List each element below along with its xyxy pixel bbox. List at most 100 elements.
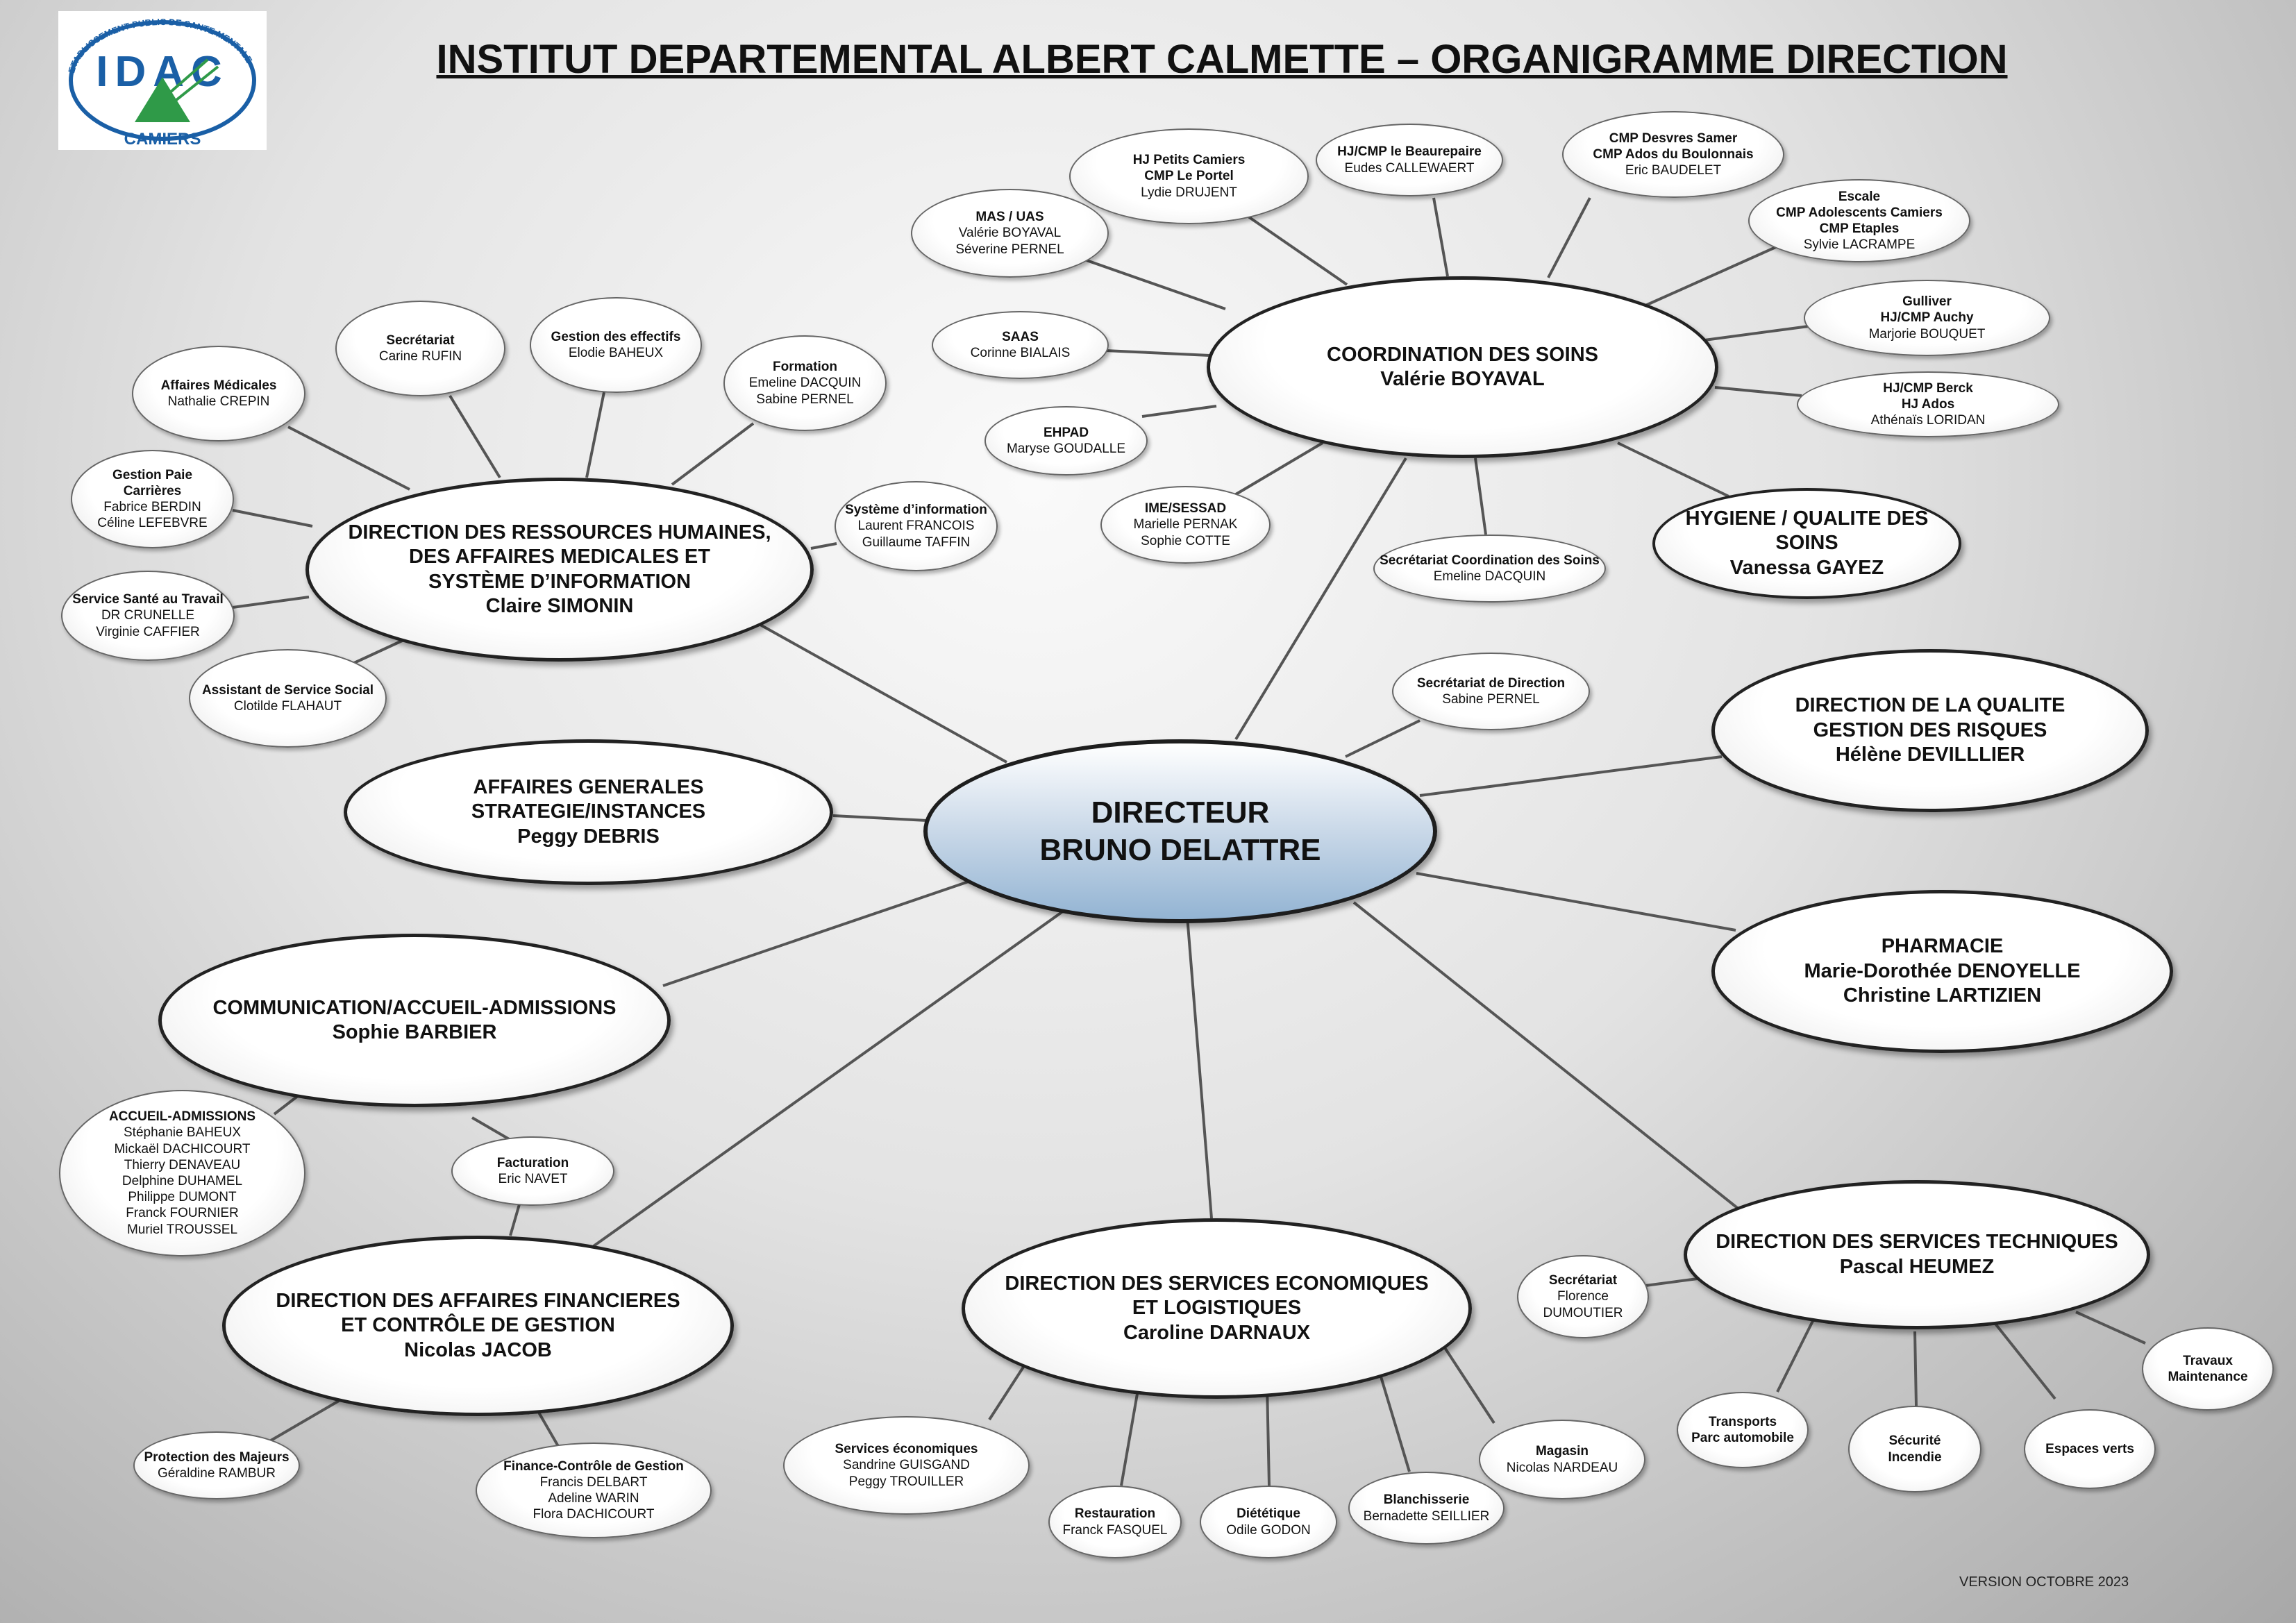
unit-person: Mickaël DACHICOURT: [114, 1141, 251, 1157]
unit-gulliver: Gulliver HJ/CMP Auchy Marjorie BOUQUET: [1804, 280, 2050, 356]
unit-person: Sandrine GUISGAND: [843, 1458, 970, 1473]
techniques-node: DIRECTION DES SERVICES TECHNIQUES Pascal…: [1684, 1180, 2150, 1329]
unit-mas: MAS / UAS Valérie BOYAVAL Séverine PERNE…: [911, 189, 1109, 278]
unit-title: CMP Etaples: [1819, 221, 1900, 236]
unit-title: Protection des Majeurs: [144, 1449, 290, 1465]
pharmacie-node: PHARMACIE Marie-Dorothée DENOYELLE Chris…: [1711, 890, 2173, 1053]
unit-title: HJ Ados: [1901, 396, 1955, 412]
coordination-soins-node: COORDINATION DES SOINS Valérie BOYAVAL: [1207, 276, 1718, 458]
unit-title: Maintenance: [2168, 1370, 2248, 1384]
coordination-soins-title: COORDINATION DES SOINS: [1327, 343, 1598, 366]
unit-title: Services économiques: [835, 1442, 978, 1457]
unit-ehpad: EHPAD Maryse GOUDALLE: [984, 406, 1148, 476]
finances-name: Nicolas JACOB: [404, 1338, 552, 1361]
unit-title: Secrétariat: [386, 333, 455, 348]
director-title: DIRECTEUR: [1091, 795, 1270, 830]
qualite-node: DIRECTION DE LA QUALITE GESTION DES RISQ…: [1711, 649, 2149, 812]
unit-title: Formation: [773, 360, 837, 375]
unit-restauration: Restauration Franck FASQUEL: [1048, 1486, 1182, 1558]
coordination-soins-name: Valérie BOYAVAL: [1380, 368, 1545, 390]
unit-tech-secretariat: Secrétariat Florence DUMOUTIER: [1517, 1255, 1649, 1338]
unit-person: Franck FOURNIER: [126, 1206, 239, 1221]
unit-blanchisserie: Blanchisserie Bernadette SEILLIER: [1348, 1472, 1505, 1545]
hygiene-title: HYGIENE / QUALITE DES SOINS: [1685, 507, 1929, 555]
affaires-generales-name: Peggy DEBRIS: [517, 825, 660, 848]
unit-person: Nicolas NARDEAU: [1506, 1460, 1618, 1475]
affaires-generales-node: AFFAIRES GENERALES STRATEGIE/INSTANCES P…: [344, 739, 833, 885]
unit-title: HJ/CMP Auchy: [1880, 310, 1974, 326]
unit-person: Virginie CAFFIER: [96, 624, 200, 639]
unit-person: Bernadette SEILLIER: [1363, 1508, 1490, 1524]
unit-title: CMP Adolescents Camiers: [1776, 205, 1943, 220]
unit-person: Muriel TROUSSEL: [126, 1222, 238, 1237]
unit-title: Gulliver: [1902, 294, 1952, 310]
unit-formation: Formation Emeline DACQUIN Sabine PERNEL: [723, 335, 887, 431]
unit-title: Transports: [1708, 1414, 1777, 1429]
qualite-line2: GESTION DES RISQUES: [1813, 718, 2047, 741]
unit-protection-majeurs: Protection des Majeurs Géraldine RAMBUR: [133, 1431, 300, 1499]
idac-logo: ETABLISSEMENT PUBLIC DE SANTE MENTALE ID…: [58, 11, 267, 150]
director-node: DIRECTEUR BRUNO DELATTRE: [923, 739, 1437, 923]
unit-saas: SAAS Corinne BIALAIS: [932, 311, 1109, 379]
affaires-generales-line2: STRATEGIE/INSTANCES: [471, 800, 706, 823]
unit-title: Gestion des effectifs: [551, 329, 681, 344]
unit-person: Guillaume TAFFIN: [862, 535, 971, 550]
unit-title: Facturation: [496, 1155, 569, 1170]
pharmacie-name1: Marie-Dorothée DENOYELLE: [1804, 959, 2081, 982]
director-name: BRUNO DELATTRE: [1039, 832, 1321, 867]
unit-person: Emeline DACQUIN: [1433, 569, 1546, 584]
unit-title: Secrétariat: [1548, 1273, 1618, 1288]
unit-title: Espaces verts: [2045, 1441, 2134, 1456]
unit-effectifs: Gestion des effectifs Elodie BAHEUX: [530, 297, 702, 393]
unit-accueil-admissions: ACCUEIL-ADMISSIONS Stéphanie BAHEUX Mick…: [59, 1090, 305, 1256]
unit-services-economiques: Services économiques Sandrine GUISGAND P…: [783, 1416, 1030, 1515]
unit-title: HJ/CMP Berck: [1883, 380, 1973, 396]
qualite-line1: DIRECTION DE LA QUALITE: [1795, 694, 2065, 717]
unit-desvres: CMP Desvres Samer CMP Ados du Boulonnais…: [1562, 111, 1784, 198]
unit-person: Corinne BIALAIS: [970, 346, 1071, 360]
unit-person: Stéphanie BAHEUX: [124, 1125, 241, 1141]
unit-title: Finance-Contrôle de Gestion: [503, 1458, 684, 1474]
unit-person: Valérie BOYAVAL: [958, 226, 1062, 241]
qualite-name: Hélène DEVILLLIER: [1835, 743, 2025, 766]
unit-person: Céline LEFEBVRE: [97, 516, 208, 531]
tech-title: DIRECTION DES SERVICES TECHNIQUES: [1716, 1231, 2118, 1254]
unit-title: Carrières: [123, 483, 182, 498]
unit-person: Sylvie LACRAMPE: [1803, 237, 1916, 253]
drh-line3: SYSTÈME D’INFORMATION: [428, 570, 692, 593]
communication-node: COMMUNICATION/ACCUEIL-ADMISSIONS Sophie …: [158, 934, 671, 1107]
unit-title: Magasin: [1535, 1444, 1589, 1459]
unit-person: Sophie COTTE: [1141, 533, 1230, 548]
unit-title: Affaires Médicales: [160, 378, 277, 393]
unit-title: Assistant de Service Social: [201, 682, 374, 698]
unit-person: Clotilde FLAHAUT: [233, 699, 342, 714]
unit-title: Parc automobile: [1691, 1431, 1794, 1445]
version-label: VERSION OCTOBRE 2023: [1959, 1574, 2129, 1590]
unit-person: Thierry DENAVEAU: [124, 1157, 241, 1172]
unit-title: SAAS: [1002, 329, 1039, 344]
unit-title: IME/SESSAD: [1144, 501, 1227, 516]
unit-title: MAS / UAS: [975, 210, 1044, 225]
unit-title: EHPAD: [1043, 425, 1089, 440]
unit-person: Florence: [1557, 1289, 1609, 1304]
unit-title: Incendie: [1888, 1449, 1942, 1465]
unit-title: HJ/CMP le Beaurepaire: [1337, 144, 1482, 160]
drh-name: Claire SIMONIN: [485, 594, 634, 617]
unit-person: Sabine PERNEL: [756, 392, 854, 407]
unit-person: Eric BAUDELET: [1625, 163, 1722, 178]
finances-line2: ET CONTRÔLE DE GESTION: [341, 1314, 615, 1337]
unit-title: Gestion Paie: [112, 467, 193, 482]
unit-title: Blanchisserie: [1383, 1492, 1470, 1508]
secretariat-direction-title: Secrétariat de Direction: [1416, 675, 1566, 691]
unit-person: Laurent FRANCOIS: [857, 519, 975, 534]
unit-facturation: Facturation Eric NAVET: [451, 1136, 614, 1206]
unit-title: Système d’information: [845, 503, 987, 518]
unit-person: Athénaïs LORIDAN: [1870, 413, 1986, 428]
unit-title: ACCUEIL-ADMISSIONS: [108, 1109, 256, 1125]
unit-magasin: Magasin Nicolas NARDEAU: [1479, 1420, 1645, 1499]
eco-line2: ET LOGISTIQUES: [1132, 1297, 1302, 1320]
drh-line1: DIRECTION DES RESSOURCES HUMAINES,: [348, 521, 771, 544]
unit-person: Eudes CALLEWAERT: [1344, 160, 1475, 176]
unit-hj-camiers: HJ Petits Camiers CMP Le Portel Lydie DR…: [1069, 128, 1309, 224]
unit-person: Adeline WARIN: [548, 1491, 639, 1506]
